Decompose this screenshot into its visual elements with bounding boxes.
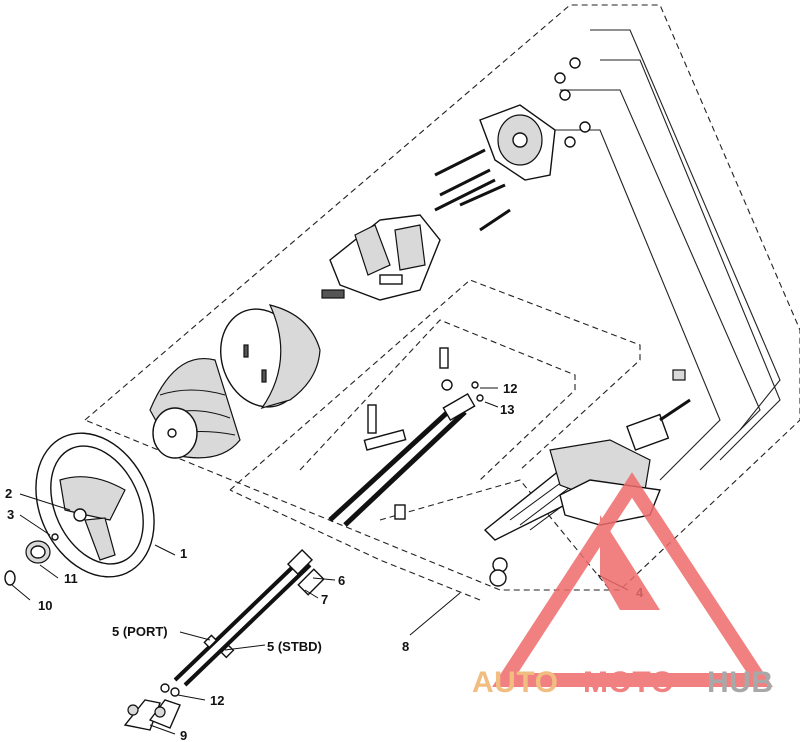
watermark-triangle-outer (492, 472, 773, 687)
callout-2: 2 (5, 486, 12, 501)
watermark-word-auto: AUTO (472, 666, 558, 699)
steering-wheel (35, 432, 155, 578)
housing-cup (220, 304, 321, 410)
callout-8: 8 (402, 639, 409, 654)
callout-7: 7 (321, 592, 328, 607)
leader-lines (11, 387, 629, 735)
watermark-triangle-inner (600, 515, 660, 610)
callout-11: 11 (64, 571, 78, 586)
assembly-outlines (83, 4, 800, 601)
push-pull-cables (160, 548, 325, 697)
callout-1: 1 (180, 546, 187, 561)
callout-10: 10 (38, 598, 52, 613)
watermark-word-hub: HUB (707, 666, 774, 699)
callout-12-a: 12 (503, 381, 517, 396)
cable-end-fittings (123, 699, 181, 731)
callout-3: 3 (7, 507, 14, 522)
mounting-flange (479, 57, 591, 181)
control-rods (328, 347, 484, 527)
long-bolts (434, 148, 511, 232)
callout-labels: 1 2 3 4 5 (PORT) 5 (STBD) 6 7 8 9 10 11 … (5, 381, 644, 742)
callout-6: 6 (338, 573, 345, 588)
hub-small-parts (4, 533, 59, 586)
watermark-word-moto: MOTO (583, 666, 674, 699)
callout-5-stbd: 5 (STBD) (267, 639, 322, 654)
callout-5-port: 5 (PORT) (112, 624, 168, 639)
bellows-boot (149, 358, 241, 459)
callout-12-b: 12 (210, 693, 224, 708)
callout-9: 9 (180, 728, 187, 742)
automotohub-watermark: AUTO MOTO HUB (472, 472, 774, 699)
helm-mechanism (321, 214, 441, 301)
callout-13: 13 (500, 402, 514, 417)
